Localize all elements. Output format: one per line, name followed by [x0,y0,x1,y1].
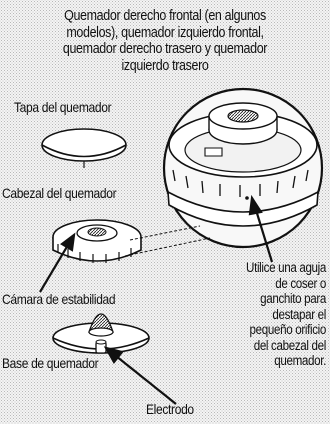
magnified-burner-head [162,87,324,249]
instruction-line-2: de coser o [275,275,326,291]
stability-chamber-arrow [39,232,76,293]
diagram-title: Quemador derecho frontal (en algunos mod… [0,8,330,74]
label-burner-base: Base de quemador [2,355,99,371]
title-line-2: modelos), quemador izquierdo frontal, [66,24,264,41]
instruction-line-3: ganchito para [260,291,326,306]
instruction-line-6: del cabezal del [253,337,327,353]
instruction-line-1: Utilice una aguja [246,260,326,275]
title-line-3: quemador derecho trasero y quemador [62,41,268,57]
electrode-arrow [103,346,177,405]
label-stability-chamber: Cámara de estabilidad [2,291,116,307]
burner-base-part [52,313,150,354]
label-burner-head: Cabezal del quemador [2,185,117,201]
needle-hint-arrow [248,194,274,263]
title-line-4: izquierdo trasero [121,57,209,74]
burner-head-part [52,219,142,263]
needle-instruction: Utilice una aguja de coser o ganchito pa… [233,260,326,369]
instruction-line-7: quemador. [274,353,326,368]
instruction-line-5: pequeño orificio [249,322,327,337]
label-burner-cap: Tapa del quemador [14,99,112,115]
instruction-line-4: destapar el [272,306,326,322]
magnifier-guide-lines [124,225,211,257]
label-electrode: Electrodo [146,401,194,417]
title-line-1: Quemador derecho frontal (en algunos [64,8,266,24]
burner-cap-part [41,128,127,168]
